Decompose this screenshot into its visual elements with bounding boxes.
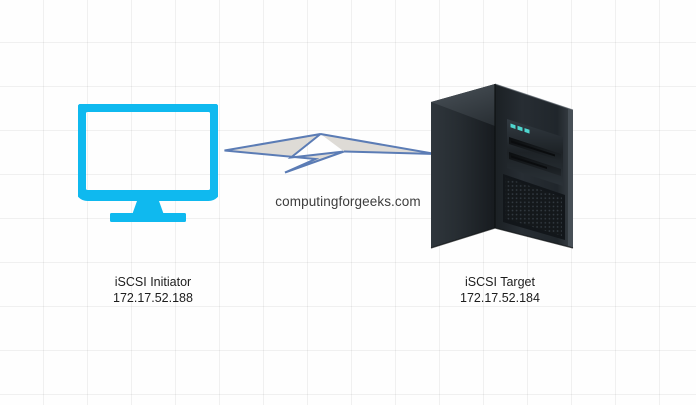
node-iscsi-target[interactable] [425,82,585,257]
connector-lightning-link[interactable] [219,126,441,180]
target-title: iSCSI Target [465,275,535,289]
node-iscsi-initiator[interactable] [78,104,218,222]
label-iscsi-target: iSCSI Target 172.17.52.184 [390,274,610,306]
label-iscsi-initiator: iSCSI Initiator 172.17.52.188 [43,274,263,306]
desktop-monitor-icon [78,104,218,222]
status-leds [510,123,530,134]
initiator-address: 172.17.52.188 [113,291,193,305]
initiator-title: iSCSI Initiator [114,275,192,289]
target-address: 172.17.52.184 [460,291,540,305]
lightning-bolt-icon [224,133,436,174]
server-tower-icon [430,83,574,249]
